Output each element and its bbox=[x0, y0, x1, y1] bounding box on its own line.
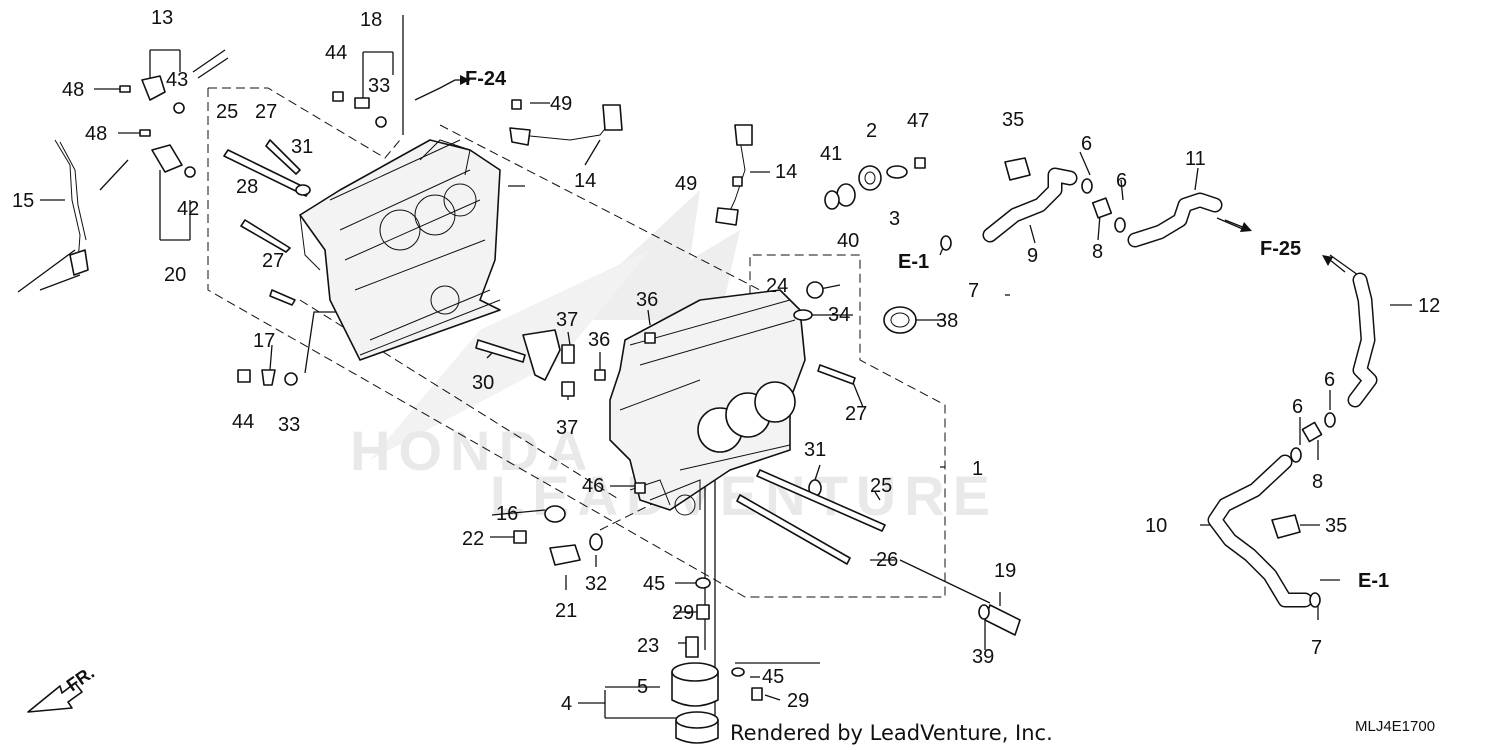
callout-10[interactable]: 10 bbox=[1145, 515, 1167, 537]
callout-1[interactable]: 1 bbox=[972, 458, 983, 480]
callout-49b[interactable]: 49 bbox=[675, 173, 697, 195]
diagram-code: MLJ4E1700 bbox=[1355, 718, 1435, 735]
callout-45b[interactable]: 45 bbox=[762, 666, 784, 688]
callout-34[interactable]: 34 bbox=[828, 304, 850, 326]
callout-36a[interactable]: 36 bbox=[636, 289, 658, 311]
callout-39[interactable]: 39 bbox=[972, 646, 994, 668]
callout-6a[interactable]: 6 bbox=[1081, 133, 1092, 155]
callout-36b[interactable]: 36 bbox=[588, 329, 610, 351]
callout-38[interactable]: 38 bbox=[936, 310, 958, 332]
callout-6c[interactable]: 6 bbox=[1324, 369, 1335, 391]
callout-32[interactable]: 32 bbox=[585, 573, 607, 595]
callout-40[interactable]: 40 bbox=[837, 230, 859, 252]
callout-29b[interactable]: 29 bbox=[787, 690, 809, 712]
callout-25a[interactable]: 25 bbox=[216, 101, 238, 123]
callout-2[interactable]: 2 bbox=[866, 120, 877, 142]
callout-6b[interactable]: 6 bbox=[1116, 170, 1127, 192]
callout-4[interactable]: 4 bbox=[561, 693, 572, 715]
callout-26[interactable]: 26 bbox=[876, 549, 898, 571]
callout-48b[interactable]: 48 bbox=[85, 123, 107, 145]
callout-24[interactable]: 24 bbox=[766, 275, 788, 297]
callout-27c[interactable]: 27 bbox=[845, 403, 867, 425]
callout-31b[interactable]: 31 bbox=[804, 439, 826, 461]
callout-45a[interactable]: 45 bbox=[643, 573, 665, 595]
callout-23[interactable]: 23 bbox=[637, 635, 659, 657]
callout-35a[interactable]: 35 bbox=[1002, 109, 1024, 131]
callout-21[interactable]: 21 bbox=[555, 600, 577, 622]
watermark-honda: HONDA bbox=[350, 419, 595, 482]
main-engine-block bbox=[609, 289, 806, 516]
ref-e1-left[interactable]: E-1 bbox=[898, 251, 929, 273]
front-direction-arrow: FR. bbox=[27, 662, 98, 713]
callout-17[interactable]: 17 bbox=[253, 330, 275, 352]
callout-27a[interactable]: 27 bbox=[255, 101, 277, 123]
callout-14a[interactable]: 14 bbox=[574, 170, 596, 192]
watermark-leadventure: LEADVENTURE bbox=[490, 464, 998, 527]
callout-30[interactable]: 30 bbox=[472, 372, 494, 394]
callout-3[interactable]: 3 bbox=[889, 208, 900, 230]
callout-18[interactable]: 18 bbox=[360, 9, 382, 31]
water-hoses bbox=[940, 167, 1378, 608]
callout-5[interactable]: 5 bbox=[637, 676, 648, 698]
ref-e1-right[interactable]: E-1 bbox=[1358, 570, 1389, 592]
leader-lines bbox=[17, 15, 1412, 720]
callout-27b[interactable]: 27 bbox=[262, 250, 284, 272]
callout-14b[interactable]: 14 bbox=[775, 161, 797, 183]
callout-44b[interactable]: 44 bbox=[232, 411, 254, 433]
callout-37b[interactable]: 37 bbox=[556, 417, 578, 439]
callout-25b[interactable]: 25 bbox=[870, 475, 892, 497]
callout-8a[interactable]: 8 bbox=[1092, 241, 1103, 263]
callout-20[interactable]: 20 bbox=[164, 264, 186, 286]
callout-31a[interactable]: 31 bbox=[291, 136, 313, 158]
callout-47[interactable]: 47 bbox=[907, 110, 929, 132]
callout-44a[interactable]: 44 bbox=[325, 42, 347, 64]
left-block-half bbox=[299, 139, 501, 361]
reference-arrows bbox=[455, 75, 1346, 273]
callout-35b[interactable]: 35 bbox=[1325, 515, 1347, 537]
callout-7a[interactable]: 7 bbox=[968, 280, 979, 302]
callout-7b[interactable]: 7 bbox=[1311, 637, 1322, 659]
callout-6d[interactable]: 6 bbox=[1292, 396, 1303, 418]
ref-f24[interactable]: F-24 bbox=[465, 68, 507, 90]
callout-28[interactable]: 28 bbox=[236, 176, 258, 198]
callout-9[interactable]: 9 bbox=[1027, 245, 1038, 267]
callout-37a[interactable]: 37 bbox=[556, 309, 578, 331]
callout-43[interactable]: 43 bbox=[166, 69, 188, 91]
callout-12[interactable]: 12 bbox=[1418, 295, 1440, 317]
callout-33b[interactable]: 33 bbox=[278, 414, 300, 436]
ref-f25[interactable]: F-25 bbox=[1260, 238, 1301, 260]
callout-13[interactable]: 13 bbox=[151, 7, 173, 29]
callout-19[interactable]: 19 bbox=[994, 560, 1016, 582]
callout-22[interactable]: 22 bbox=[462, 528, 484, 550]
callout-41[interactable]: 41 bbox=[820, 143, 842, 165]
callout-33a[interactable]: 33 bbox=[368, 75, 390, 97]
callout-16[interactable]: 16 bbox=[496, 503, 518, 525]
watermark: HONDA LEADVENTURE bbox=[350, 190, 998, 527]
callout-11[interactable]: 11 bbox=[1185, 148, 1206, 170]
small-parts bbox=[54, 75, 1301, 744]
callout-46[interactable]: 46 bbox=[582, 475, 604, 497]
callout-15[interactable]: 15 bbox=[12, 190, 34, 212]
callout-8b[interactable]: 8 bbox=[1312, 471, 1323, 493]
callout-29a[interactable]: 29 bbox=[672, 602, 694, 624]
callout-48a[interactable]: 48 bbox=[62, 79, 84, 101]
rendered-by-credit: Rendered by LeadVenture, Inc. bbox=[730, 721, 1053, 745]
callout-42[interactable]: 42 bbox=[177, 198, 199, 220]
callout-numbers: 1 2 3 4 5 6 6 6 6 7 7 8 8 9 10 11 12 13 … bbox=[12, 7, 1440, 715]
callout-49a[interactable]: 49 bbox=[550, 93, 572, 115]
